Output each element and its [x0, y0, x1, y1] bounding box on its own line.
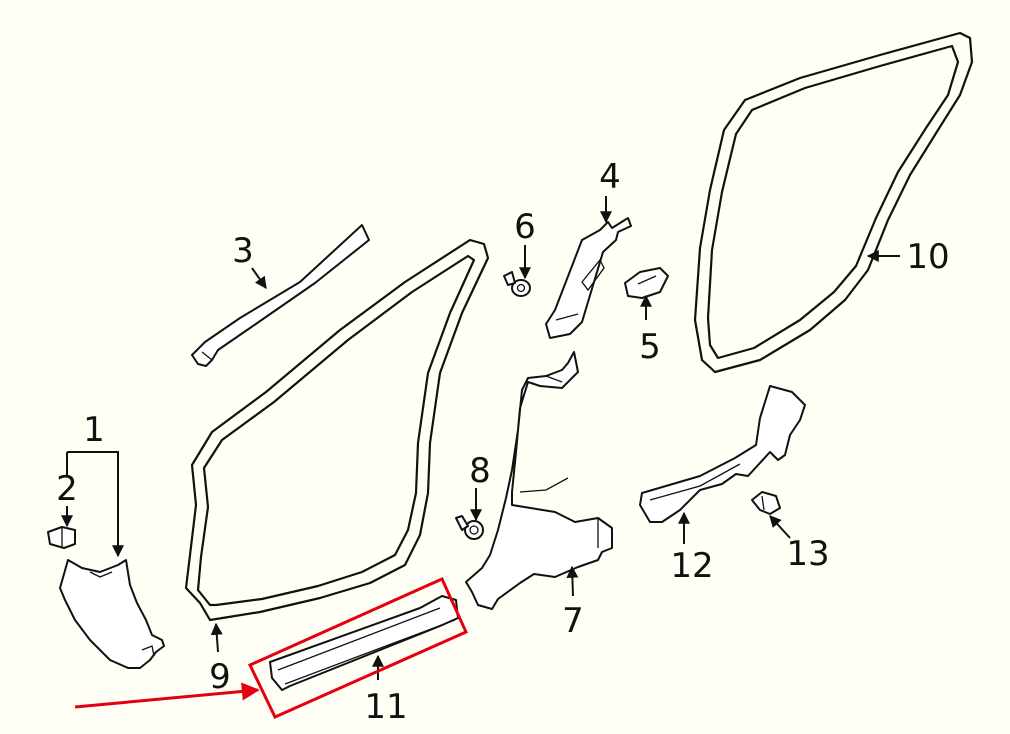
- callout-5: 5: [639, 327, 661, 367]
- leader-lines: [61, 196, 900, 680]
- highlight-arrow: [74, 682, 260, 709]
- bolt-part-8[interactable]: [455, 515, 484, 540]
- pillar-garnish-strip[interactable]: [191, 224, 370, 367]
- callout-7: 7: [562, 601, 584, 641]
- fastener-part-6[interactable]: [503, 271, 531, 297]
- callout-2: 2: [56, 469, 78, 509]
- clip-part-13[interactable]: [751, 491, 781, 515]
- front-door-weatherstrip[interactable]: [184, 238, 490, 622]
- callout-6: 6: [514, 207, 536, 247]
- callout-8: 8: [469, 451, 491, 491]
- callout-9: 9: [209, 657, 231, 697]
- scuff-plate[interactable]: [269, 595, 459, 691]
- highlight-frame: [247, 577, 468, 719]
- kick-panel-trim[interactable]: [59, 559, 165, 669]
- center-pillar-lower-garnish[interactable]: [465, 351, 613, 610]
- center-pillar-upper-garnish[interactable]: [545, 217, 632, 339]
- rear-door-weatherstrip[interactable]: [693, 31, 974, 374]
- rear-side-sill-trim[interactable]: [639, 385, 806, 523]
- callout-1: 1: [83, 410, 105, 450]
- callout-11: 11: [364, 687, 407, 727]
- clip-part-5[interactable]: [624, 267, 669, 299]
- callout-12: 12: [670, 546, 713, 586]
- callout-10: 10: [906, 237, 949, 277]
- highlight-box: [247, 577, 468, 719]
- clip-part-2[interactable]: [47, 526, 76, 549]
- callout-13: 13: [786, 534, 829, 574]
- callout-3: 3: [232, 231, 254, 271]
- callout-4: 4: [599, 157, 621, 197]
